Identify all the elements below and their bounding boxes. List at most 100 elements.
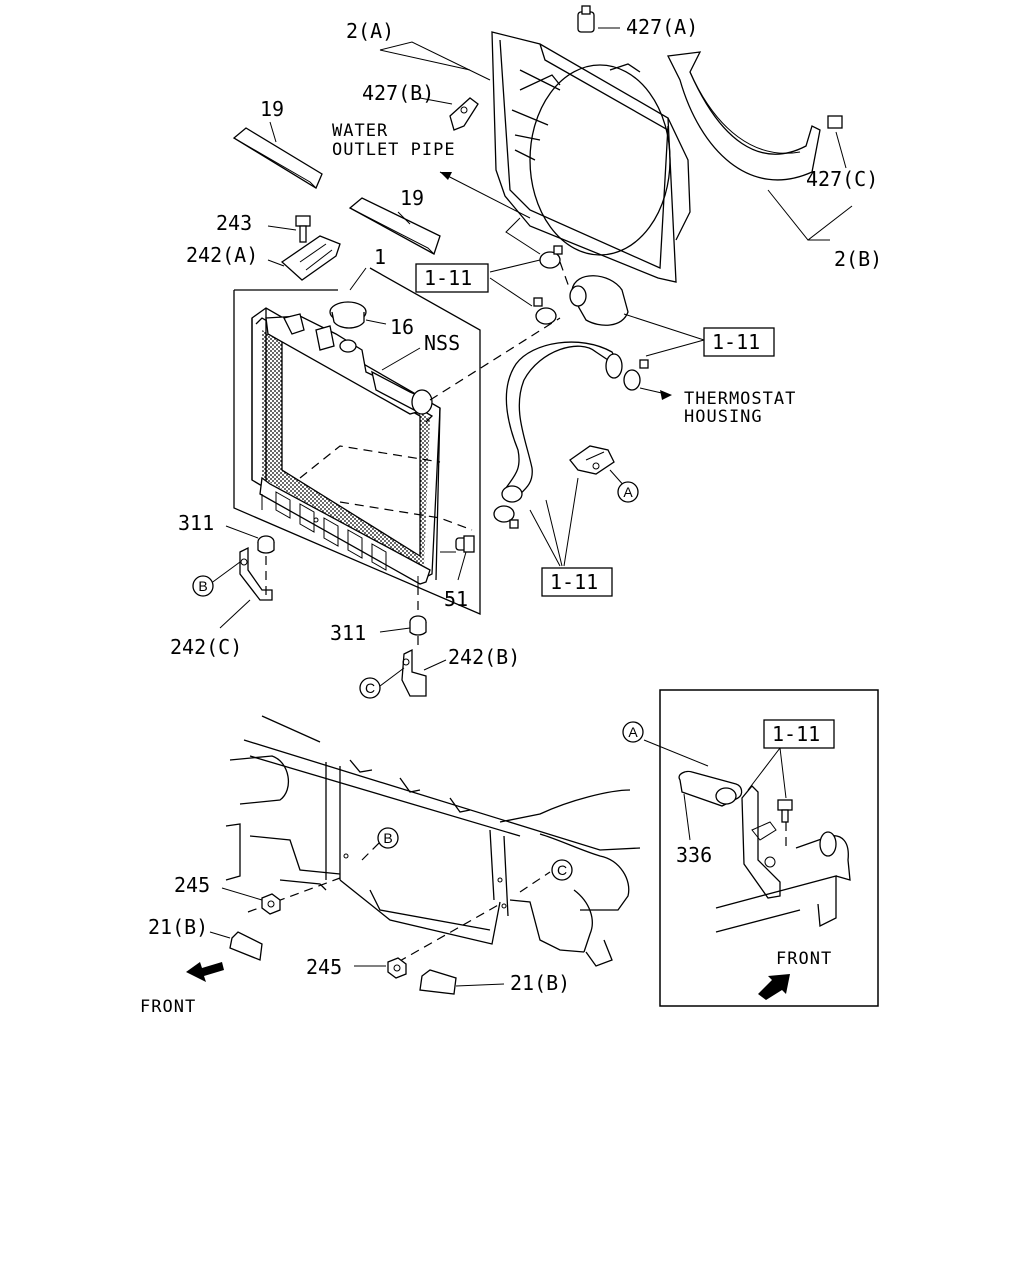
box-1-11-a	[415, 263, 489, 293]
hose-1-11a-leader	[489, 259, 541, 307]
radiator-mount-pins	[261, 494, 419, 586]
pad-21b-right	[419, 969, 457, 995]
bracket-242c-leader	[219, 599, 251, 629]
ref-b-circle-242c: B	[192, 575, 214, 597]
label-nss: NSS	[424, 331, 460, 355]
lower-hose-clamp-1	[623, 359, 649, 391]
label-245-right: 245	[306, 955, 342, 979]
ref-b-circle-frame: B	[377, 827, 399, 849]
label-2b: 2(B)	[834, 247, 882, 271]
cushion-311-upper	[257, 535, 275, 554]
shroud-leader-lines	[379, 27, 620, 105]
label-housing: HOUSING	[684, 407, 763, 427]
label-16: 16	[390, 315, 414, 339]
box-1-11-d	[763, 719, 835, 749]
svg-text:B: B	[383, 830, 392, 846]
hose-1-11c-leader	[529, 477, 579, 567]
box-1-11-c	[541, 567, 613, 597]
hose-bracket	[569, 445, 615, 475]
vehicle-frame	[225, 715, 641, 967]
bolt-243-leader	[267, 225, 297, 231]
label-427b: 427(B)	[362, 81, 434, 105]
pad-21b-left-leader	[209, 931, 231, 939]
label-water: WATER	[332, 121, 388, 141]
clip-427c-leader	[835, 131, 847, 169]
radiator-group-outline	[233, 267, 481, 615]
pad-336-leader	[683, 793, 691, 841]
shroud-lower-leader	[767, 189, 853, 241]
inset-pad-336	[678, 770, 743, 807]
hose-1-11b-leader	[623, 313, 705, 357]
front-arrow-inset	[758, 974, 790, 1000]
bracket-242a-leader	[267, 259, 285, 267]
svg-text:A: A	[628, 724, 638, 740]
label-1-11-c: 1-11	[550, 570, 598, 594]
seal-19-upper	[232, 127, 323, 189]
radiator-tank-bottom	[259, 476, 431, 585]
label-336: 336	[676, 843, 712, 867]
radiator-hidden-lines	[299, 445, 473, 531]
label-21b-right: 21(B)	[510, 971, 570, 995]
label-242a: 242(A)	[186, 243, 258, 267]
water-outlet-arrow	[439, 171, 531, 219]
radiator-core	[251, 307, 441, 581]
inset-ref-a-leader	[643, 739, 709, 767]
ref-c-circle-frame: C	[551, 859, 573, 881]
inset-frame	[715, 785, 851, 933]
seal-19-lower-leader	[397, 211, 411, 225]
bracket-242b-leader	[423, 659, 447, 671]
label-311-lower: 311	[330, 621, 366, 645]
ref-c-circle-242b: C	[359, 677, 381, 699]
label-front-main: FRONT	[140, 997, 196, 1017]
lower-hose-clamp-2	[493, 505, 519, 529]
ref-a-circle-bracket: A	[617, 481, 639, 503]
cushion-311-upper-leader	[225, 525, 259, 539]
bracket-242b-ref-leader	[379, 667, 405, 687]
label-front-inset: FRONT	[776, 949, 832, 969]
pad-21b-right-leader	[455, 983, 505, 987]
label-21b-left: 21(B)	[148, 915, 208, 939]
svg-text:C: C	[365, 680, 375, 696]
fan-shroud-upper	[491, 31, 691, 283]
thermostat-arrow	[639, 387, 672, 400]
svg-text:B: B	[198, 578, 207, 594]
svg-text:A: A	[623, 484, 633, 500]
nut-245-left-leader	[221, 887, 263, 901]
label-427c: 427(C)	[806, 167, 878, 191]
label-245-left: 245	[174, 873, 210, 897]
drain-plug-leader	[457, 551, 467, 581]
label-243: 243	[216, 211, 252, 235]
label-427a: 427(A)	[626, 15, 698, 39]
bracket-242c-ref-leader	[209, 561, 241, 585]
label-19-lower: 19	[400, 186, 424, 210]
upper-hose-clamp-2	[533, 297, 557, 325]
label-1-11-a: 1-11	[424, 266, 472, 290]
seal-19-upper-leader	[269, 121, 277, 143]
nut-245-right	[387, 957, 407, 979]
bracket-242b	[401, 648, 427, 697]
nss-leader	[381, 347, 421, 371]
upper-hose-connection	[429, 261, 571, 401]
label-1-11-b: 1-11	[712, 330, 760, 354]
bracket-242c	[239, 546, 273, 601]
ref-a-circle-inset: A	[622, 721, 644, 743]
cushion-311-lower	[409, 615, 427, 636]
inset-1-11-leader	[747, 747, 787, 799]
box-1-11-b	[703, 327, 775, 357]
lower-hose	[501, 341, 623, 503]
clip-427a	[577, 5, 595, 33]
seal-19-lower	[348, 197, 441, 255]
clip-427b	[449, 97, 479, 131]
cap-16-leader	[365, 319, 387, 325]
label-242b: 242(B)	[448, 645, 520, 669]
label-2a: 2(A)	[346, 19, 394, 43]
label-1-11-d: 1-11	[772, 722, 820, 746]
frame-ref-c-dash	[397, 871, 551, 963]
nut-245-left	[261, 893, 281, 915]
pad-21b-left	[229, 931, 263, 961]
clip-427c	[827, 115, 843, 129]
radiator-cap-16	[329, 301, 367, 353]
label-1: 1	[374, 245, 386, 269]
